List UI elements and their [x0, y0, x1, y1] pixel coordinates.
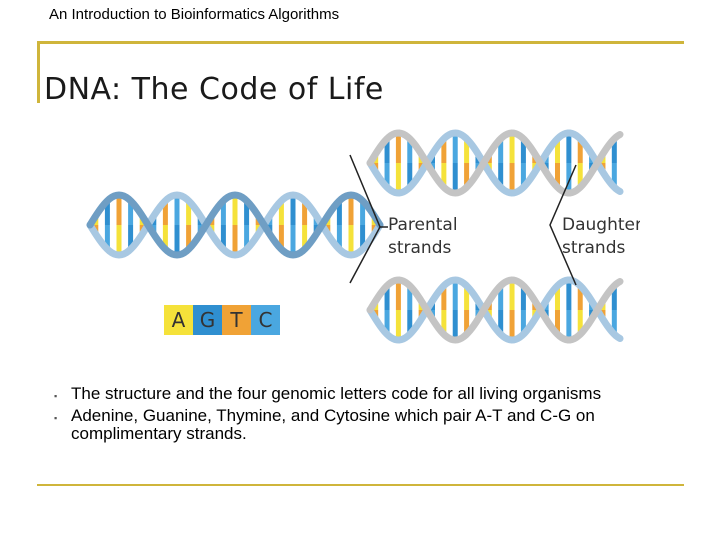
slide-title: DNA: The Code of Life [44, 72, 384, 107]
base-pair-segment [453, 310, 458, 340]
base-pair-segment [233, 225, 238, 255]
base-pair-segment [396, 163, 401, 193]
base-pair-segment [349, 195, 354, 225]
bullet-icon: ▪ [54, 409, 57, 427]
base-pair-segment [453, 163, 458, 193]
base-pair-segment [453, 280, 458, 310]
bullet-item: ▪Adenine, Guanine, Thymine, and Cytosine… [52, 407, 672, 443]
base-pair-segment [291, 195, 296, 225]
base-pair-segment [510, 280, 515, 310]
pointer-lines [350, 155, 576, 285]
base-pair-segment [566, 133, 571, 163]
base-pair-segment [175, 225, 180, 255]
base-pair-segment [396, 280, 401, 310]
bullet-item: ▪The structure and the four genomic lett… [52, 385, 672, 403]
parental-label-line1: Parental [388, 215, 458, 235]
base-pair-segment [396, 133, 401, 163]
daughter-helix-top [370, 133, 620, 193]
base-pair-segment [291, 225, 296, 255]
base-pair-segment [396, 310, 401, 340]
base-pair-segment [566, 310, 571, 340]
base-tile-t: T [222, 305, 251, 335]
base-pair-segment [175, 195, 180, 225]
base-pair-segment [566, 280, 571, 310]
base-pair-segment [510, 310, 515, 340]
daughter-helix-bottom [370, 280, 620, 340]
base-pair-segment [453, 133, 458, 163]
left-rule [37, 41, 40, 103]
bottom-rule [37, 484, 684, 486]
bullet-list: ▪The structure and the four genomic lett… [52, 385, 672, 447]
base-pair-segment [117, 195, 122, 225]
base-pair-segment [510, 133, 515, 163]
slide-header: An Introduction to Bioinformatics Algori… [49, 6, 339, 23]
top-rule [37, 41, 684, 44]
daughter-label-line1: Daughter [562, 215, 640, 235]
daughter-label-line2: strands [562, 238, 625, 258]
base-tile-a: A [164, 305, 193, 335]
parental-helix [90, 195, 380, 255]
base-pair-segment [349, 225, 354, 255]
base-pair-segment [117, 225, 122, 255]
base-pair-segment [233, 195, 238, 225]
bullet-icon: ▪ [54, 387, 57, 405]
base-tile-g: G [193, 305, 222, 335]
base-tile-c: C [251, 305, 280, 335]
base-pair-segment [510, 163, 515, 193]
parental-label-line2: strands [388, 238, 451, 258]
